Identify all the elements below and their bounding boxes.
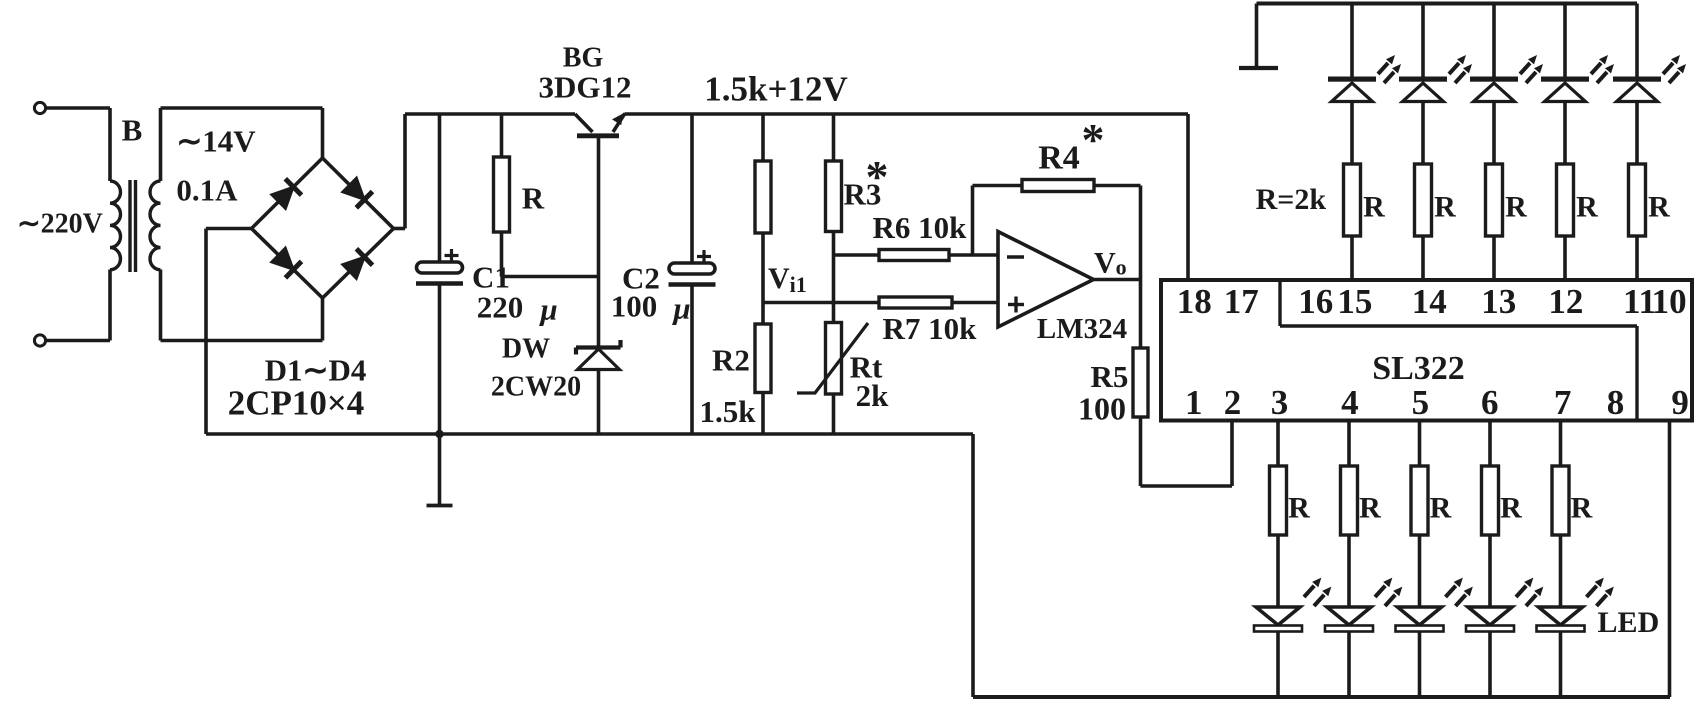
svg-text:16: 16 [1298,282,1333,321]
svg-text:7: 7 [1554,383,1572,422]
svg-text:12: 12 [1548,282,1583,321]
svg-text:2k: 2k [856,378,890,413]
svg-text:R=2k: R=2k [1256,183,1327,216]
svg-text:100: 100 [1078,391,1126,427]
svg-text:3: 3 [1271,383,1289,422]
svg-text:18: 18 [1177,282,1212,321]
svg-text:R: R [1505,190,1527,223]
svg-text:∼220V: ∼220V [17,209,103,240]
svg-text:R: R [1576,190,1598,223]
svg-text:11: 11 [1623,282,1656,321]
svg-text:Vo: Vo [1094,247,1127,280]
svg-text:3DG12: 3DG12 [539,70,632,105]
svg-text:DW: DW [502,334,550,365]
svg-text:*: * [866,151,889,202]
svg-text:2CW20: 2CW20 [491,372,581,403]
svg-text:4: 4 [1341,383,1359,422]
svg-text:220: 220 [477,290,524,325]
svg-text:μ: μ [671,291,690,326]
svg-text:5: 5 [1412,383,1430,422]
svg-text:R3: R3 [844,177,882,212]
svg-text:R2: R2 [712,343,750,378]
svg-text:R: R [1648,190,1670,223]
svg-text:R5: R5 [1091,359,1129,394]
svg-text:SL322: SL322 [1372,350,1465,387]
svg-text:17: 17 [1224,282,1259,321]
svg-text:*: * [1082,114,1105,165]
svg-text:14: 14 [1412,282,1447,321]
svg-text:R: R [522,181,545,216]
svg-text:BG: BG [563,43,604,74]
svg-text:R: R [1359,491,1381,524]
svg-text:∼14V: ∼14V [176,124,256,159]
svg-text:Vi1: Vi1 [768,262,807,297]
svg-text:R: R [1363,190,1385,223]
svg-text:C2: C2 [622,261,660,296]
svg-text:6: 6 [1481,383,1499,422]
svg-text:R7 10k: R7 10k [883,311,978,346]
svg-text:R: R [1434,190,1456,223]
svg-text:B: B [122,113,143,148]
svg-text:R6 10k: R6 10k [873,210,968,245]
svg-text:9: 9 [1671,383,1689,422]
svg-text:LM324: LM324 [1037,313,1127,345]
svg-text:8: 8 [1607,383,1625,422]
svg-text:10: 10 [1652,282,1687,321]
svg-text:R: R [1288,491,1310,524]
svg-text:D1∼D4: D1∼D4 [265,353,367,388]
svg-text:1.5k+12V: 1.5k+12V [704,70,847,109]
svg-text:2CP10×4: 2CP10×4 [228,384,365,423]
svg-text:100: 100 [611,289,658,324]
svg-text:2: 2 [1224,383,1242,422]
svg-text:LED: LED [1598,606,1660,639]
svg-text:13: 13 [1481,282,1516,321]
svg-text:R: R [1500,491,1522,524]
svg-text:R4: R4 [1038,140,1080,177]
svg-text:15: 15 [1337,282,1372,321]
svg-text:1: 1 [1185,383,1203,422]
svg-text:1.5k: 1.5k [700,394,757,429]
svg-text:μ: μ [538,292,557,327]
svg-text:R: R [1571,491,1593,524]
svg-text:R: R [1430,491,1452,524]
svg-text:0.1A: 0.1A [176,173,238,208]
svg-text:Rt: Rt [850,350,883,385]
